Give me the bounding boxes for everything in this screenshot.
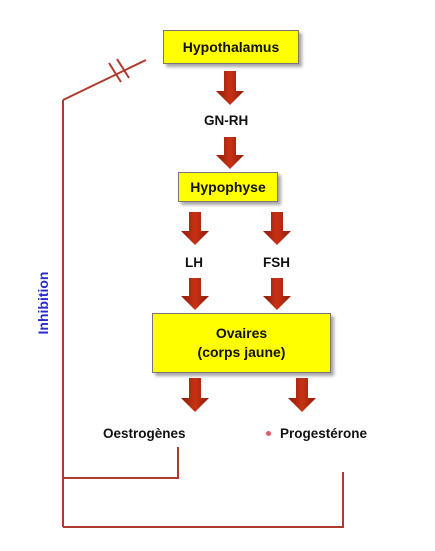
- progesterone-label: Progestérone: [280, 426, 368, 441]
- arrow-lh-ovaires: [181, 278, 209, 310]
- ovaires-sublabel: (corps jaune): [197, 344, 286, 360]
- arrow-ovaires-oestrogenes: [181, 378, 209, 412]
- hypophyse-box: Hypophyse: [178, 172, 278, 202]
- hypothalamus-box: Hypothalamus: [163, 30, 299, 64]
- hypophyse-label: Hypophyse: [190, 178, 266, 195]
- feedback-lines: [62, 59, 344, 528]
- arrow-fsh-ovaires: [263, 278, 291, 310]
- arrow-gnrh-hypophyse: [216, 137, 244, 169]
- inhibition-break-mark: [108, 58, 130, 83]
- inhibition-label: Inhibition: [35, 271, 51, 335]
- arrow-hypophyse-lh: [181, 212, 209, 245]
- ovaires-label: Ovaires: [215, 325, 268, 342]
- bullet-dot: [266, 431, 271, 436]
- fsh-label: FSH: [263, 255, 290, 270]
- hypothalamus-label: Hypothalamus: [182, 38, 280, 55]
- arrow-ovaires-progesterone: [288, 378, 316, 412]
- arrow-hypophyse-fsh: [263, 212, 291, 245]
- lh-label: LH: [185, 255, 203, 270]
- gnrh-label: GN-RH: [204, 113, 249, 128]
- ovaires-box: Ovaires (corps jaune): [152, 313, 331, 373]
- oestrogenes-label: Oestrogènes: [103, 426, 186, 441]
- arrow-hypothalamus-gnrh: [216, 71, 244, 105]
